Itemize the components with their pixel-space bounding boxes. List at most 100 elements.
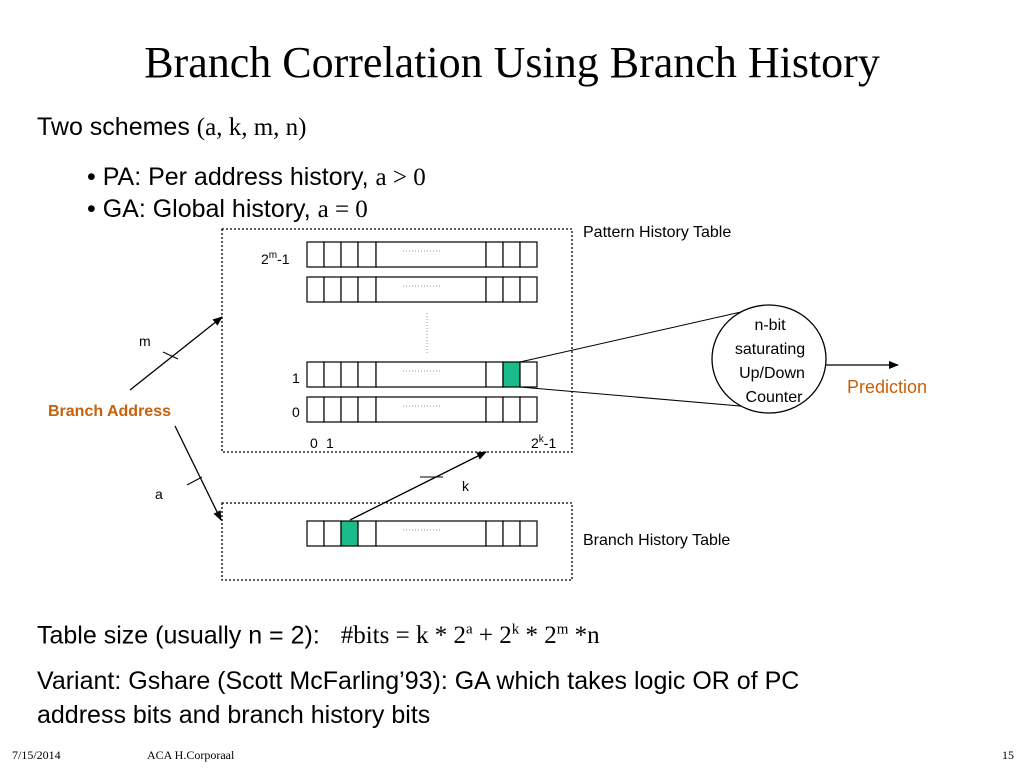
table-cell xyxy=(375,396,487,423)
table-cell xyxy=(323,276,342,303)
prediction-label: Prediction xyxy=(847,377,927,397)
table-cell xyxy=(323,520,342,547)
table-cell xyxy=(323,241,342,268)
cell-to-counter-top xyxy=(519,306,764,363)
variant-line-1: Variant: Gshare (Scott McFarling’93): GA… xyxy=(37,667,800,695)
table-cell xyxy=(502,276,521,303)
pattern-history-table-box xyxy=(221,228,573,453)
label-k: k xyxy=(462,478,470,494)
highlighted-cell xyxy=(340,520,359,547)
cell-to-counter-bottom xyxy=(519,386,764,409)
table-cell xyxy=(357,396,377,423)
bullet-ga-text: • GA: Global history, xyxy=(87,195,311,223)
arrow-m xyxy=(129,316,223,391)
counter-line-4: Counter xyxy=(746,389,804,406)
row-label-1: 1 xyxy=(292,370,300,386)
row-label-top: 2m-1 xyxy=(261,250,290,267)
saturating-counter-circle xyxy=(711,304,827,414)
highlighted-cell xyxy=(502,361,521,388)
table-cell xyxy=(306,520,325,547)
col-label-0: 0 xyxy=(310,435,318,451)
table-cell xyxy=(485,361,504,388)
table-cell xyxy=(375,361,487,388)
label-a: a xyxy=(155,486,163,502)
table-cell xyxy=(485,396,504,423)
pht-row-second xyxy=(306,276,538,303)
table-cell xyxy=(306,241,325,268)
formula-exp-a: a xyxy=(465,622,473,638)
table-size-formula: #bits = k * 2a + 2k * 2m *n xyxy=(341,622,600,649)
bullet-ga: • GA: Global history, a = 0 xyxy=(87,194,368,225)
bht-row xyxy=(306,520,538,547)
footer-author: ACA H.Corporaal xyxy=(147,748,235,762)
table-cell xyxy=(357,361,377,388)
table-cell xyxy=(519,241,538,268)
table-cell xyxy=(357,520,377,547)
schemes-label: Two schemes xyxy=(37,113,190,141)
pht-row-top xyxy=(306,241,538,268)
table-cell xyxy=(323,361,342,388)
table-cell xyxy=(340,361,359,388)
branch-address-label: Branch Address xyxy=(48,403,171,420)
formula-part-b: + 2 xyxy=(472,622,512,650)
pht-row-1 xyxy=(306,361,538,388)
table-cell xyxy=(485,241,504,268)
bullet-ga-math: a = 0 xyxy=(317,196,368,223)
table-cell xyxy=(519,361,538,388)
table-cell xyxy=(485,520,504,547)
table-cell xyxy=(375,241,487,268)
col-label-1: 1 xyxy=(326,435,334,451)
table-cell xyxy=(340,396,359,423)
variant-line-2: address bits and branch history bits xyxy=(37,701,431,729)
table-cell xyxy=(306,276,325,303)
table-cell xyxy=(357,241,377,268)
arrow-k xyxy=(349,451,487,521)
formula-part-c: * 2 xyxy=(519,622,557,650)
table-cell xyxy=(323,396,342,423)
table-cell xyxy=(357,276,377,303)
slide-title: Branch Correlation Using Branch History xyxy=(144,38,880,87)
table-cell xyxy=(340,276,359,303)
table-cell xyxy=(519,520,538,547)
table-cell xyxy=(340,241,359,268)
table-cell xyxy=(485,276,504,303)
table-cell xyxy=(502,520,521,547)
schemes-params: (a, k, m, n) xyxy=(196,114,307,141)
variant-text: Variant: Gshare (Scott McFarling’93): GA… xyxy=(37,664,799,732)
branch-history-table-box xyxy=(221,502,573,581)
pattern-history-table-label: Pattern History Table xyxy=(583,224,731,241)
table-cell xyxy=(306,361,325,388)
counter-line-2: saturating xyxy=(735,341,805,358)
table-cell xyxy=(519,396,538,423)
table-cell xyxy=(375,520,487,547)
table-cell xyxy=(375,276,487,303)
counter-line-1: n-bit xyxy=(754,317,786,334)
row-label-0: 0 xyxy=(292,404,300,420)
footer-date: 7/15/2014 xyxy=(12,748,61,762)
table-rows xyxy=(306,241,538,547)
col-label-last: 2k-1 xyxy=(531,434,556,451)
pht-row-0 xyxy=(306,396,538,423)
bullet-pa-math: a > 0 xyxy=(375,164,426,191)
table-size-line: Table size (usually n = 2): #bits = k * … xyxy=(37,614,600,652)
table-cell xyxy=(502,396,521,423)
branch-history-table-label: Branch History Table xyxy=(583,532,730,549)
table-cell xyxy=(502,241,521,268)
arrow-a xyxy=(174,425,222,521)
label-m: m xyxy=(139,333,151,349)
table-cell xyxy=(519,276,538,303)
tick-m xyxy=(162,351,179,360)
bullet-pa: • PA: Per address history, a > 0 xyxy=(87,162,426,193)
formula-exp-k: k xyxy=(511,622,520,638)
formula-part-d: *n xyxy=(568,622,600,650)
counter-line-3: Up/Down xyxy=(739,365,805,382)
schemes-line: Two schemes (a, k, m, n) xyxy=(37,112,307,143)
bullet-pa-text: • PA: Per address history, xyxy=(87,163,369,191)
formula-part-a: #bits = k * 2 xyxy=(340,622,466,650)
footer-page-number: 15 xyxy=(1002,748,1014,762)
table-cell xyxy=(306,396,325,423)
table-size-label: Table size (usually n = 2): xyxy=(37,621,320,650)
tick-a xyxy=(186,476,203,486)
formula-exp-m: m xyxy=(556,622,569,638)
